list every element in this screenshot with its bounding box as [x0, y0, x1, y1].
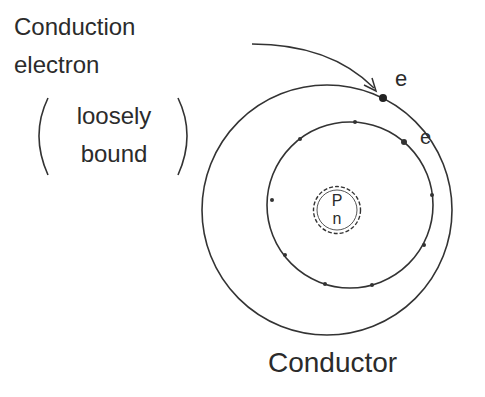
- note-text: loosely bound: [58, 97, 170, 173]
- outer-orbit: [202, 85, 452, 335]
- electron-label: e: [420, 126, 431, 149]
- arrowhead: [364, 78, 376, 91]
- callout-text: Conduction electron: [14, 8, 164, 84]
- nucleus-circle: Pn: [312, 185, 362, 235]
- caption-text: Conductor: [268, 347, 397, 379]
- bracket-left: [39, 98, 48, 175]
- leader-arrow: [252, 44, 374, 88]
- bracket-right: [178, 98, 187, 175]
- inner-electron-dots: [270, 120, 434, 287]
- conduction-electron-dot: [379, 94, 387, 102]
- particle-letter: n: [332, 210, 343, 228]
- particle-letter: P: [332, 192, 343, 210]
- inner-orbit: [267, 122, 433, 288]
- nucleus-text: Pn: [332, 192, 343, 228]
- electron-label: e: [395, 66, 407, 91]
